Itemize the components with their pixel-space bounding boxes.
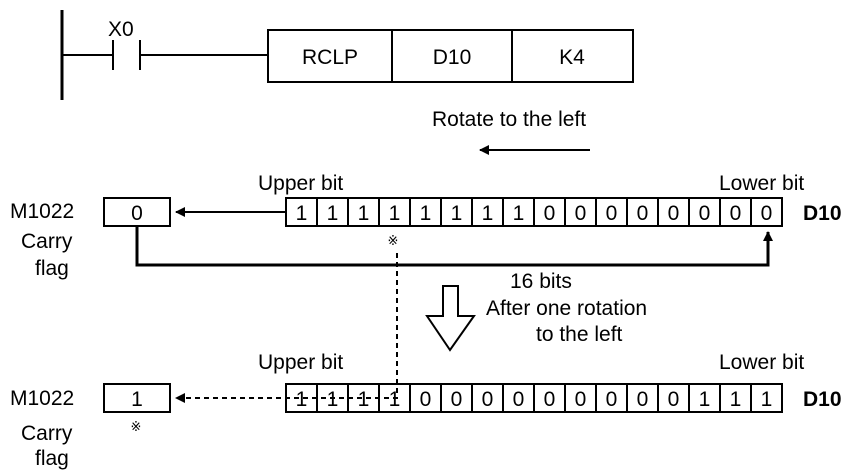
- bit-cell: 0: [668, 388, 680, 411]
- contact-label: X0: [108, 18, 134, 41]
- bit-cell: 0: [575, 388, 587, 411]
- carry-device-label: M1022: [10, 387, 74, 410]
- lower-bit-label: Lower bit: [719, 351, 804, 374]
- bit-width-label: 16 bits: [510, 270, 572, 293]
- bit-cell: 1: [358, 202, 370, 225]
- bit-cell: 0: [544, 202, 556, 225]
- after-rotation: Upper bit Lower bit M1022 1 ※ Carry flag…: [10, 351, 842, 470]
- register-label: D10: [803, 202, 842, 225]
- bit-cell: 0: [575, 202, 587, 225]
- carry-caption: Carry: [21, 422, 73, 445]
- register-label: D10: [803, 388, 842, 411]
- bit-cell: 0: [451, 388, 463, 411]
- carry-caption-flag: flag: [35, 257, 69, 280]
- transition-text-line2: to the left: [536, 323, 623, 346]
- marker-symbol: ※: [388, 234, 399, 249]
- carry-return-path: [135, 226, 773, 267]
- ladder-rung: X0 RCLP D10 K4: [60, 10, 634, 100]
- carry-device-label: M1022: [10, 200, 74, 223]
- bit-cell: 1: [761, 388, 773, 411]
- bit-cell: 1: [327, 202, 339, 225]
- bit-cell: 0: [420, 388, 432, 411]
- bit-cell: 0: [544, 388, 556, 411]
- carry-caption: Carry: [21, 230, 73, 253]
- instruction-box: [267, 29, 634, 83]
- instruction-operand-register: D10: [433, 46, 472, 69]
- lower-bit-label: Lower bit: [719, 172, 804, 195]
- carry-flag-box: [103, 383, 171, 413]
- bit-cell: 0: [730, 202, 742, 225]
- bit-cell: 1: [389, 388, 401, 411]
- carry-flag-value: 1: [131, 388, 143, 411]
- bit-cell: 1: [358, 388, 370, 411]
- bit-cell: 0: [482, 388, 494, 411]
- bit-cell: 1: [451, 202, 463, 225]
- bit-cell: 1: [482, 202, 494, 225]
- bit-cell: 1: [296, 388, 308, 411]
- down-arrow-icon: [425, 285, 476, 352]
- bit-cell: 0: [668, 202, 680, 225]
- marker-symbol: ※: [131, 420, 142, 435]
- bit-cell: 0: [699, 202, 711, 225]
- upper-bit-label: Upper bit: [258, 351, 343, 374]
- bit-cell: 0: [761, 202, 773, 225]
- instruction-operand-count: K4: [559, 46, 585, 69]
- bit-cell: 1: [513, 202, 525, 225]
- bit-cell: 1: [389, 202, 401, 225]
- instruction-mnemonic: RCLP: [302, 46, 358, 69]
- marker-trace-line: [175, 253, 398, 403]
- bit-cell: 0: [513, 388, 525, 411]
- carry-flag-value: 0: [131, 202, 143, 225]
- bit-cell: 1: [699, 388, 711, 411]
- before-rotation: Upper bit Lower bit M1022 0 Carry flag 1…: [10, 172, 842, 280]
- bit-cell: 0: [606, 202, 618, 225]
- bit-cell: 1: [420, 202, 432, 225]
- bit-cell: 0: [637, 388, 649, 411]
- bit-cell: 0: [606, 388, 618, 411]
- transition-text-line1: After one rotation: [486, 297, 647, 320]
- direction-text: Rotate to the left: [432, 108, 586, 131]
- carry-caption-flag: flag: [35, 447, 69, 470]
- upper-bit-label: Upper bit: [258, 172, 343, 195]
- bit-cell: 0: [637, 202, 649, 225]
- bit-cell: 1: [327, 388, 339, 411]
- bit-cell: 1: [730, 388, 742, 411]
- bit-cell: 1: [296, 202, 308, 225]
